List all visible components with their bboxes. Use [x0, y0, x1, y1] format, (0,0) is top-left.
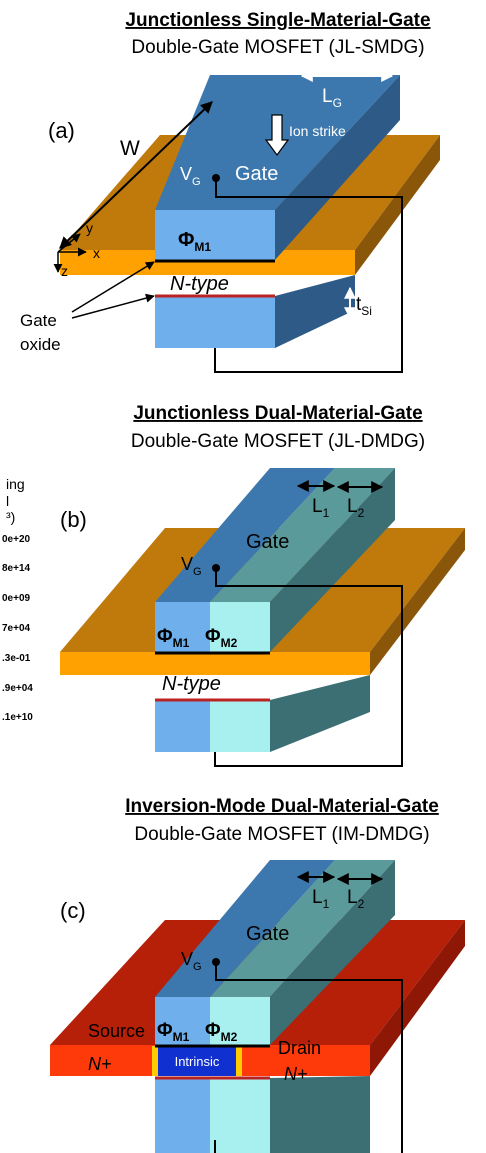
- silicon-slab-front: [60, 652, 370, 675]
- phi-m1-label: ΦM1: [157, 1020, 190, 1044]
- intrinsic-region: [158, 1046, 236, 1076]
- l1-label: L1: [312, 496, 330, 520]
- panel-b-subtitle: Double-Gate MOSFET (JL-DMDG): [131, 431, 425, 452]
- gate-side-face: [270, 860, 395, 1045]
- legend-value: 0e+09: [2, 593, 31, 604]
- oxide-pointer-bottom: [71, 293, 155, 319]
- legend-line-1: ing: [6, 476, 25, 492]
- bottom-gate-front: [155, 296, 275, 348]
- n-type-label: N-type: [170, 273, 229, 295]
- silicon-slab-side: [370, 920, 465, 1076]
- gate-wire: [215, 962, 403, 1153]
- bottom-gate-m2: [210, 1078, 270, 1153]
- phi-m2-label: ΦM2: [205, 626, 238, 650]
- ion-strike-label: Ion strike: [289, 123, 346, 139]
- tsi-label: tSi: [356, 294, 372, 318]
- bottom-gate-m1: [155, 1078, 210, 1153]
- gate-wire: [214, 568, 403, 767]
- z-axis-label: z: [61, 263, 68, 279]
- bottom-gate-side: [275, 275, 355, 348]
- drain-label: Drain: [278, 1038, 321, 1058]
- legend-value: .9e+04: [2, 683, 33, 694]
- phi-m1-label: ΦM1: [178, 229, 211, 254]
- gate-side-face: [270, 468, 395, 652]
- gate-oxide-label-2: oxide: [20, 335, 61, 354]
- y-axis-label: y: [86, 220, 93, 236]
- gate-m1-front: [155, 997, 210, 1045]
- gate-m1-top: [155, 468, 335, 602]
- gate-side-face: [275, 75, 400, 260]
- width-label: W: [120, 137, 140, 160]
- source-label: Source: [88, 1021, 145, 1041]
- width-arrow: [59, 101, 213, 249]
- panel-c-subtitle: Double-Gate MOSFET (IM-DMDG): [134, 824, 429, 845]
- bottom-gate-side: [270, 1076, 370, 1153]
- vg-label: VG: [180, 164, 201, 188]
- gate-length-label: LG: [322, 86, 342, 110]
- n-plus-right-label: N+: [284, 1064, 308, 1084]
- gate-m1-top: [155, 860, 335, 997]
- gate-m2-top: [210, 468, 395, 602]
- legend: ing l ³) 0e+20 8e+14 0e+09 7e+04 .3e-01 …: [2, 476, 33, 723]
- y-axis-icon: [57, 233, 81, 253]
- phi-m2-label: ΦM2: [205, 1020, 238, 1044]
- panel-b-tag: (b): [60, 507, 87, 532]
- legend-value: 0e+20: [2, 534, 31, 545]
- vg-label: VG: [181, 949, 202, 973]
- phi-m1-label: ΦM1: [157, 626, 190, 650]
- silicon-slab-side: [355, 135, 440, 275]
- bottom-gate-m1: [155, 700, 210, 752]
- legend-value: .1e+10: [2, 712, 33, 723]
- bottom-gate-m2: [210, 700, 270, 752]
- l1-label: L1: [312, 887, 330, 911]
- panel-c-title: Inversion-Mode Dual-Material-Gate: [125, 796, 439, 817]
- panel-c: Inversion-Mode Dual-Material-Gate Double…: [50, 796, 465, 1153]
- intrinsic-label: Intrinsic: [175, 1054, 220, 1069]
- panel-a-subtitle: Double-Gate MOSFET (JL-SMDG): [131, 37, 424, 58]
- vg-label: VG: [181, 554, 202, 578]
- gate-m2-front: [210, 997, 270, 1045]
- panel-a-title: Junctionless Single-Material-Gate: [125, 10, 430, 31]
- gate-front-face: [155, 210, 275, 260]
- gate-wire: [214, 178, 403, 373]
- silicon-slab-side: [370, 528, 465, 675]
- gate-label: Gate: [235, 163, 278, 185]
- legend-value: 7e+04: [2, 623, 31, 634]
- panel-a-tag: (a): [48, 118, 75, 143]
- panel-c-tag: (c): [60, 898, 86, 923]
- gate-oxide-label-1: Gate: [20, 311, 57, 330]
- legend-line-3: ³): [6, 509, 15, 525]
- oxide-pointer-top: [71, 261, 155, 313]
- bottom-gate-side: [270, 675, 370, 752]
- l2-label: L2: [347, 496, 365, 520]
- gate-m1-front: [155, 602, 210, 652]
- l2-label: L2: [347, 887, 365, 911]
- ion-strike-arrow-icon: [264, 114, 290, 157]
- gate-m2-front: [210, 602, 270, 652]
- panel-b: Junctionless Dual-Material-Gate Double-G…: [60, 403, 465, 767]
- x-axis-label: x: [93, 245, 100, 261]
- legend-value: .3e-01: [2, 653, 31, 664]
- n-type-label: N-type: [162, 673, 221, 695]
- gate-m2-top: [210, 860, 395, 997]
- legend-value: 8e+14: [2, 563, 31, 574]
- legend-line-2: l: [6, 493, 9, 509]
- n-plus-left-label: N+: [88, 1054, 112, 1074]
- gate-label: Gate: [246, 923, 289, 945]
- panel-a: Junctionless Single-Material-Gate Double…: [20, 10, 440, 373]
- gate-label: Gate: [246, 531, 289, 553]
- panel-b-title: Junctionless Dual-Material-Gate: [133, 403, 422, 424]
